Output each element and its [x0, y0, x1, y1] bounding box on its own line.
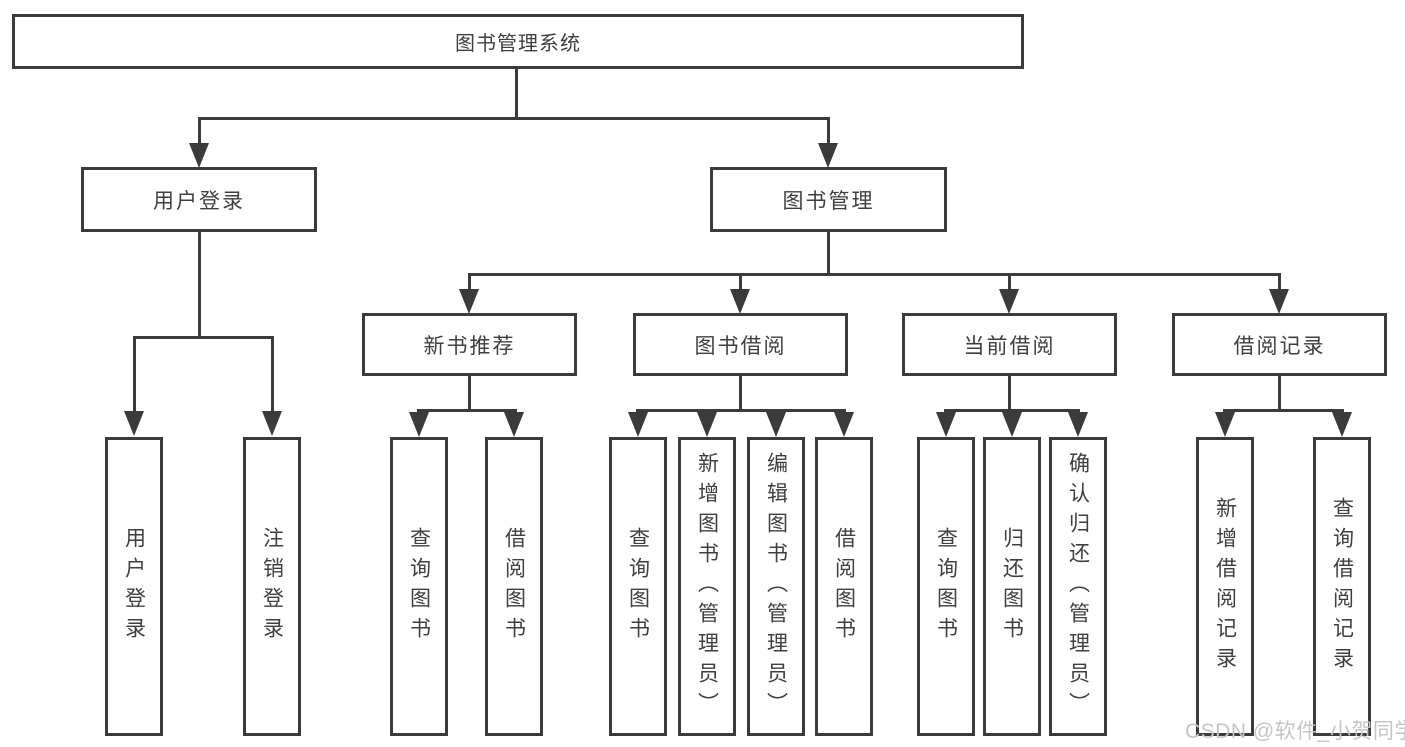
arrowhead-down — [124, 411, 144, 436]
connector-line — [1278, 376, 1281, 412]
arrowhead-down — [697, 412, 717, 437]
connector-line — [827, 117, 830, 147]
leaf-borrow-books-label: 借阅图书 — [832, 526, 856, 647]
arrowhead-down — [1002, 412, 1022, 437]
leaf-user-login: 用户登录 — [105, 437, 163, 736]
leaf-newbook-borrow-books: 借阅图书 — [485, 437, 543, 736]
connector-line — [1008, 273, 1011, 292]
leaf-current-query-books: 查询图书 — [917, 437, 975, 736]
arrowhead-down — [818, 143, 838, 168]
arrowhead-down — [459, 289, 479, 314]
node-book-borrow-label: 图书借阅 — [694, 334, 787, 358]
leaf-query-borrow-record-label: 查询借阅记录 — [1330, 496, 1354, 677]
connector-line — [198, 117, 830, 120]
connector-line — [198, 117, 201, 147]
leaf-borrow-books: 借阅图书 — [815, 437, 873, 736]
leaf-borrow-query-books-label: 查询图书 — [626, 526, 650, 647]
arrowhead-down — [834, 412, 854, 437]
connector-line — [1223, 409, 1344, 412]
leaf-newbook-query-books: 查询图书 — [390, 437, 448, 736]
connector-line — [417, 409, 517, 412]
connector-line — [133, 336, 136, 414]
leaf-return-books-label: 归还图书 — [1000, 526, 1024, 647]
connector-line — [739, 376, 742, 412]
node-borrow-record-label: 借阅记录 — [1233, 334, 1326, 358]
leaf-add-books-admin-label: 新增图书（管理员） — [695, 451, 719, 722]
arrowhead-down — [730, 289, 750, 314]
node-root-label: 图书管理系统 — [455, 33, 581, 55]
arrowhead-down — [936, 412, 956, 437]
arrowhead-down — [262, 411, 282, 436]
node-user-login: 用户登录 — [81, 167, 317, 232]
node-book-borrow: 图书借阅 — [633, 313, 848, 376]
leaf-edit-books-admin: 编辑图书（管理员） — [747, 437, 805, 736]
node-user-login-label: 用户登录 — [153, 189, 245, 213]
arrowhead-down — [189, 143, 209, 168]
leaf-edit-books-admin-label: 编辑图书（管理员） — [764, 451, 788, 722]
connector-line — [198, 232, 201, 339]
connector-line — [1278, 273, 1281, 292]
leaf-user-login-label: 用户登录 — [122, 526, 146, 647]
connector-line — [271, 336, 274, 414]
leaf-add-borrow-record: 新增借阅记录 — [1196, 437, 1254, 736]
leaf-add-borrow-record-label: 新增借阅记录 — [1213, 496, 1237, 677]
node-new-book-recommend-label: 新书推荐 — [423, 334, 516, 358]
connector-line — [1008, 376, 1011, 412]
arrowhead-down — [1068, 412, 1088, 437]
node-current-borrow: 当前借阅 — [902, 313, 1117, 376]
node-new-book-recommend: 新书推荐 — [362, 313, 577, 376]
arrowhead-down — [999, 289, 1019, 314]
leaf-borrow-query-books: 查询图书 — [609, 437, 667, 736]
leaf-confirm-return-admin: 确认归还（管理员） — [1049, 437, 1107, 736]
leaf-logout-label: 注销登录 — [260, 526, 284, 647]
arrowhead-down — [1332, 412, 1352, 437]
connector-line — [133, 336, 274, 339]
node-current-borrow-label: 当前借阅 — [963, 334, 1056, 358]
arrowhead-down — [1269, 289, 1289, 314]
connector-line — [827, 232, 830, 276]
leaf-add-books-admin: 新增图书（管理员） — [678, 437, 736, 736]
connector-line — [468, 376, 471, 412]
connector-line — [739, 273, 742, 292]
leaf-logout: 注销登录 — [243, 437, 301, 736]
leaf-query-borrow-record: 查询借阅记录 — [1313, 437, 1371, 736]
connector-line — [944, 409, 1080, 412]
connector-line — [468, 273, 471, 292]
leaf-newbook-borrow-books-label: 借阅图书 — [502, 526, 526, 647]
arrowhead-down — [1215, 412, 1235, 437]
connector-line — [515, 68, 518, 119]
connector-line — [468, 273, 1281, 276]
arrowhead-down — [766, 412, 786, 437]
node-borrow-record: 借阅记录 — [1172, 313, 1387, 376]
watermark: CSDN @软件_小贺同学 — [1185, 720, 1405, 743]
leaf-current-query-books-label: 查询图书 — [934, 526, 958, 647]
node-root: 图书管理系统 — [12, 14, 1024, 69]
arrowhead-down — [504, 412, 524, 437]
connector-line — [636, 409, 846, 412]
node-book-management: 图书管理 — [710, 167, 947, 232]
arrowhead-down — [628, 412, 648, 437]
leaf-return-books: 归还图书 — [983, 437, 1041, 736]
arrowhead-down — [409, 412, 429, 437]
node-book-management-label: 图书管理 — [782, 189, 875, 213]
leaf-newbook-query-books-label: 查询图书 — [407, 526, 431, 647]
leaf-confirm-return-admin-label: 确认归还（管理员） — [1066, 451, 1090, 722]
